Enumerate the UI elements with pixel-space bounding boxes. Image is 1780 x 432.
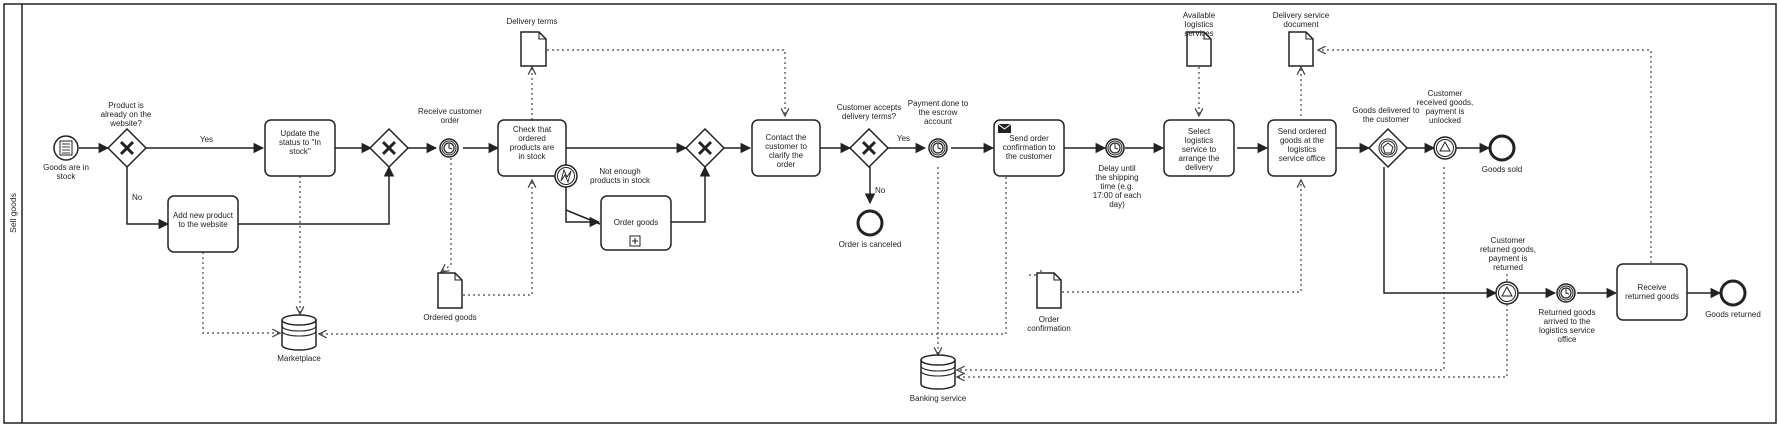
- gateway-merge-1: [368, 127, 410, 169]
- x-icon: [861, 140, 877, 156]
- message-doc-icon: [59, 140, 73, 156]
- x-icon: [697, 140, 713, 156]
- task-order-goods[interactable]: Order goods: [600, 195, 672, 251]
- data-object-delivery-terms: Delivery terms: [506, 17, 558, 67]
- event-label: Goods returned: [1705, 310, 1761, 319]
- event-label: Goods sold: [1482, 165, 1522, 174]
- x-icon: [381, 140, 397, 156]
- triangle-icon: [1439, 140, 1451, 152]
- flow-label-yes: Yes: [897, 134, 910, 143]
- data-store-banking: Banking service: [910, 354, 967, 403]
- clock-icon: [439, 138, 459, 158]
- gateway-merge-2: [684, 127, 726, 169]
- clock-icon: [1105, 138, 1125, 158]
- clock-icon: [1556, 283, 1576, 303]
- end-event-order-canceled: Order is canceled: [839, 209, 902, 249]
- data-store-label: Marketplace: [277, 354, 321, 363]
- end-event-goods-sold: Goods sold: [1482, 134, 1522, 174]
- event-label: Order is canceled: [839, 240, 902, 249]
- flow-label-no: No: [132, 193, 143, 202]
- clock-icon: [928, 138, 948, 158]
- data-object-label: Ordered goods: [423, 313, 476, 322]
- lane-label: Sell goods: [8, 193, 18, 233]
- pentagon-icon: [1382, 142, 1394, 154]
- end-event-goods-returned: Goods returned: [1705, 279, 1761, 319]
- data-object-ordered-goods: Ordered goods: [423, 272, 477, 322]
- data-store-label: Banking service: [910, 394, 967, 403]
- pool: Sell goods: [3, 3, 1777, 424]
- subprocess-plus-icon: [629, 235, 641, 247]
- flow-label-yes: Yes: [200, 135, 213, 144]
- associations: [202, 50, 1652, 377]
- triangle-icon: [1501, 285, 1513, 297]
- x-icon: [119, 140, 135, 156]
- data-object-label: Delivery terms: [506, 17, 557, 26]
- task-label: Order goods: [614, 218, 658, 227]
- data-store-marketplace: Marketplace: [277, 314, 321, 363]
- flow-label-no: No: [875, 186, 886, 195]
- envelope-icon: [997, 123, 1012, 133]
- lightning-icon: [560, 168, 572, 184]
